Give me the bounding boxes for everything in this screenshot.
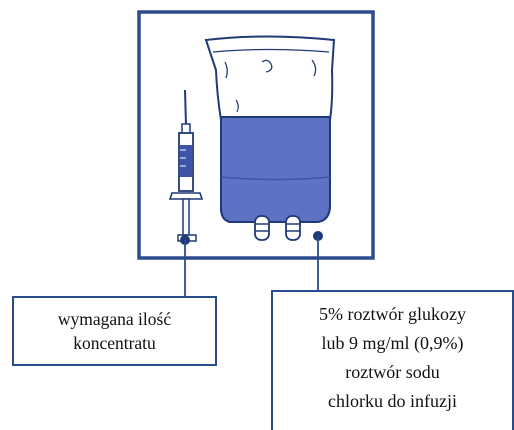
label-line: wymagana ilość [14,307,215,331]
infusion-solution-label: 5% roztwór glukozy lub 9 mg/ml (0,9%) ro… [271,290,514,430]
bag-port-right [286,216,300,240]
label-line: roztwór sodu [273,358,512,387]
bag-fluid [221,117,330,222]
label-line: 5% roztwór glukozy [273,300,512,329]
syringe-needle [185,90,186,125]
syringe-flange [170,193,202,199]
syringe-icon [170,90,202,241]
syringe-plunger-rod [183,199,189,235]
concentrate-amount-label: wymagana ilość koncentratu [12,296,217,366]
label-line: koncentratu [14,331,215,355]
label-line: chlorku do infuzji [273,387,512,416]
label-line: lub 9 mg/ml (0,9%) [273,329,512,358]
infusion-bag-icon [206,37,334,241]
bag-port-left [255,216,269,240]
